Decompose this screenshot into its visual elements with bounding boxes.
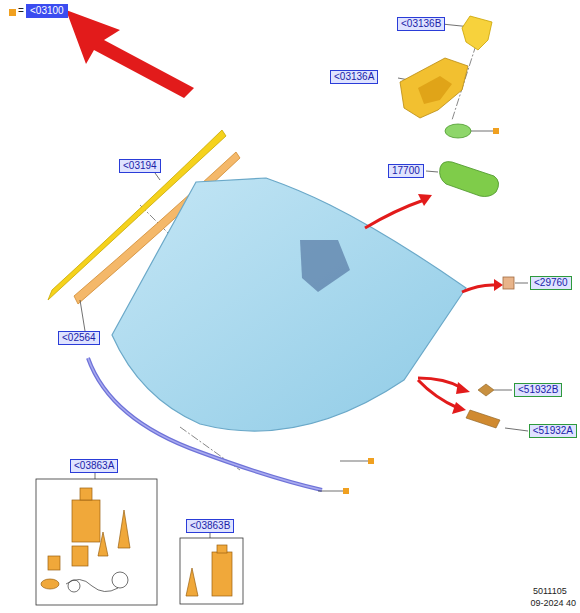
- callout-number: <03100: [30, 5, 64, 16]
- callout-box: <03194: [119, 159, 161, 173]
- callout-number: <03863A: [74, 460, 114, 471]
- callout-box: <51932B: [514, 383, 562, 397]
- callout-box: <51932A: [529, 424, 577, 438]
- callout-number: <02564: [62, 332, 96, 343]
- label-holder: 09-2024 40: [530, 598, 576, 608]
- label-holder: 5011105: [533, 586, 567, 596]
- callout-number: <03136B: [401, 18, 441, 29]
- callout-number: <03194: [123, 160, 157, 171]
- callout-box: <02564: [58, 331, 100, 345]
- drawing-reference: 5011105: [533, 586, 567, 596]
- callout-number: 17700: [392, 165, 420, 176]
- callout-number: <29760: [534, 277, 568, 288]
- callout-number: <03136A: [334, 71, 374, 82]
- callout-box: <03863B: [186, 519, 234, 533]
- callout-number: <51932A: [533, 425, 573, 436]
- equals-sign: =: [18, 5, 24, 16]
- callout-box: <03136B: [397, 17, 445, 31]
- callout-number: <03863B: [190, 520, 230, 531]
- callout-box: 17700: [388, 164, 424, 178]
- callout-box: <03136A: [330, 70, 378, 84]
- label-holder: =: [18, 5, 24, 17]
- callout-box: <03100: [26, 4, 68, 18]
- drawing-reference: 09-2024 40: [530, 598, 576, 608]
- callout-box: <03863A: [70, 459, 118, 473]
- callout-box: <29760: [530, 276, 572, 290]
- callout-number: <51932B: [518, 384, 558, 395]
